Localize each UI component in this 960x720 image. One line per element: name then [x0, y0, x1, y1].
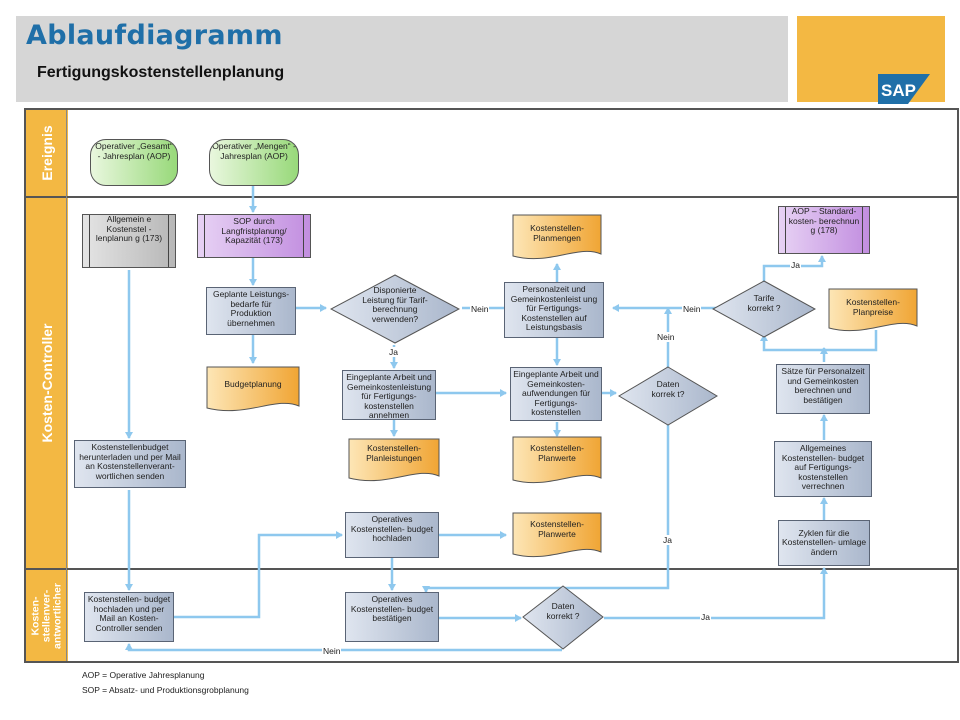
process-allgemeine-kostenstellenplanung: Allgemein e Kostenstel - lenplanun g (17… — [82, 214, 176, 268]
process-sop-langfristplanung: SOP durch Langfristplanung/ Kapazität (1… — [197, 214, 311, 258]
decision-tarife-korrekt: Tarife korrekt ? — [712, 280, 816, 338]
document-planmengen: Kostenstellen- Planmengen — [512, 214, 602, 262]
footnote-sop: SOP = Absatz- und Produktionsgrobplanung — [82, 685, 249, 695]
document-budgetplanung: Budgetplanung — [206, 366, 300, 414]
document-planwerte: Kostenstellen- Planwerte — [512, 436, 602, 486]
task-personalzeit-gemeinkostenleistung: Personalzeit und Gemeinkostenleist ung f… — [504, 282, 604, 338]
document-planmengen-label: Kostenstellen- Planmengen — [530, 223, 584, 243]
decision-daten-korrekt: Daten korrek t? — [618, 366, 718, 426]
connector-label-ja: Ja — [700, 612, 711, 622]
page-title: Ablaufdiagramm — [26, 20, 283, 51]
decision-daten-korrekt-2-label: Daten korrekt ? — [546, 601, 580, 621]
connector-label-nein: Nein — [682, 304, 702, 314]
connector — [422, 425, 670, 593]
header-bar: Ablaufdiagramm Fertigungskostenstellenpl… — [16, 16, 788, 102]
task-budget-herunterladen-senden: Kostenstellenbudget herunterladen und pe… — [74, 440, 186, 488]
document-planwerte-label: Kostenstellen- Planwerte — [530, 519, 584, 539]
task-operatives-budget-hochladen: Operatives Kostenstellen- budget hochlad… — [345, 512, 439, 558]
decision-tarife-korrekt-label: Tarife korrekt ? — [747, 293, 781, 313]
decision-daten-korrekt-label: Daten korrek t? — [651, 379, 685, 399]
task-saetze-berechnen: Sätze für Personalzeit und Gemeinkosten … — [776, 364, 870, 414]
sap-logo-text: SAP — [881, 81, 916, 100]
connector — [172, 531, 343, 619]
footnote-aop: AOP = Operative Jahresplanung — [82, 670, 205, 680]
decision-disponierte-leistung: Disponierte Leistung für Tarif- berechnu… — [330, 274, 460, 344]
task-eingeplante-aufwendungen: Eingeplante Arbeit und Gemeinkosten- auf… — [510, 367, 602, 421]
lane-controller: Kosten-Controller — [26, 198, 68, 568]
connector — [604, 567, 828, 620]
lane-divider — [24, 568, 959, 570]
document-planleistungen: Kostenstellen- Planleistungen — [348, 438, 440, 484]
connector-label-nein: Nein — [470, 304, 490, 314]
connector-label-ja: Ja — [388, 347, 399, 357]
task-geplante-leistungsbedarfe: Geplante Leistungs- bedarfe für Produkti… — [206, 287, 296, 335]
event-aop-gesamt: Operativer „Gesamt“ - Jahresplan (AOP) — [90, 139, 178, 186]
lane-owner: Kosten- stellenver- antwortlicher — [26, 570, 68, 661]
document-planpreise-label: Kostenstellen- Planpreise — [846, 297, 900, 317]
document-planleistungen-label: Kostenstellen- Planleistungen — [366, 443, 422, 463]
document-budgetplanung-label: Budgetplanung — [224, 379, 282, 389]
decision-daten-korrekt-2: Daten korrekt ? — [522, 585, 604, 650]
process-aop-standardkostenberechnung: AOP – Standard- kosten- berechnun g (178… — [778, 206, 870, 254]
document-planwerte: Kostenstellen- Planwerte — [512, 512, 602, 560]
lane-event: Ereignis — [26, 110, 68, 196]
diagram-frame — [24, 108, 959, 663]
connector-label-ja: Ja — [790, 260, 801, 270]
task-budget-hochladen-senden: Kostenstellen- budget hochladen und per … — [84, 592, 174, 642]
event-aop-mengen: Operativer „Mengen“ - Jahresplan (AOP) — [209, 139, 299, 186]
lane-divider — [24, 196, 959, 198]
document-planpreise: Kostenstellen- Planpreise — [828, 288, 918, 334]
decision-disponierte-leistung-label: Disponierte Leistung für Tarif- berechnu… — [362, 285, 428, 324]
document-planwerte-label: Kostenstellen- Planwerte — [530, 443, 584, 463]
brand-panel — [797, 16, 945, 102]
connector-label-nein: Nein — [322, 646, 342, 656]
lane-label-divider — [66, 110, 67, 661]
sap-logo: SAP — [878, 74, 930, 104]
task-allgemeines-budget-verrechnen: Allgemeines Kostenstellen- budget auf Fe… — [774, 441, 872, 497]
connector-label-ja: Ja — [662, 535, 673, 545]
page-subtitle: Fertigungskostenstellenplanung — [37, 64, 285, 81]
connector — [125, 643, 562, 652]
task-eingeplante-arbeit-annehmen: Eingeplante Arbeit und Gemeinkostenleist… — [342, 370, 436, 420]
task-operatives-budget-bestaetigen: Operatives Kostenstellen- budget bestäti… — [345, 592, 439, 642]
connector-label-nein: Nein — [656, 332, 676, 342]
task-zyklen-aendern: Zyklen für die Kostenstellen- umlage änd… — [778, 520, 870, 566]
